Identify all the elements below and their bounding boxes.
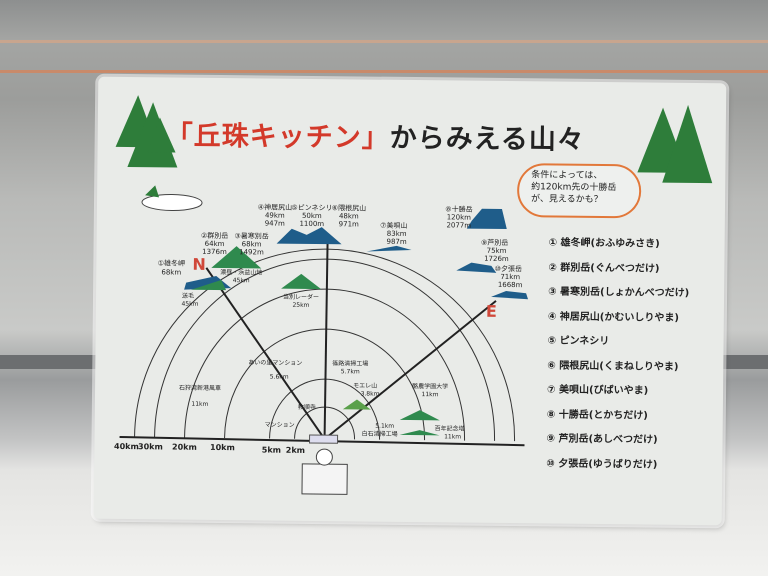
label-text: 酪農学園大学 (412, 382, 448, 390)
label-text: 947m (265, 219, 285, 227)
label-text: 68km (242, 240, 262, 248)
label-text: 条件によっては、 (531, 170, 603, 182)
label-text: 教順寺 (298, 403, 316, 411)
label-text: 石狩湾新港風車 (179, 384, 221, 392)
label-text: ⑤ピンネシリ (291, 204, 332, 212)
label-text: 百年記念塔 (435, 424, 465, 432)
label-text: 5.7km (341, 368, 360, 375)
label-text: 11km (191, 401, 208, 408)
label-text: 5.6km (270, 374, 289, 381)
label-text: 1100m (299, 220, 324, 228)
label-text: 71km (500, 273, 520, 281)
label-text: 49km (265, 211, 285, 219)
building-mascot-icon (301, 448, 348, 495)
label-text: が、見えるかも？ (531, 194, 603, 206)
label-text: 送毛 (182, 292, 194, 300)
label-text: 30km (138, 442, 163, 451)
label-text: 971m (339, 220, 359, 228)
label-text: 10km (210, 443, 235, 452)
mountain-legend: ① 雄冬岬(おふゆみさき) ② 群別岳(ぐんべつだけ) ③ 暑寒別岳(しょかんべつだ… (546, 231, 690, 477)
label-text: ②群別岳 (201, 231, 228, 240)
label-text: 40km (114, 442, 139, 451)
label-text: ② 群別岳(ぐんべつだけ) (548, 261, 660, 275)
label-text: ① 雄冬岬(おふゆみさき) (548, 237, 660, 250)
label-text: 45km (181, 301, 198, 308)
label-text: ③ 暑寒別岳(しょかんべつだけ) (548, 286, 690, 299)
label-text: ⑧十勝岳 (445, 204, 472, 213)
label-text: 2077m (446, 221, 471, 229)
thought-bubble: 条件によっては、約120km先の十勝岳が、見えるかも？ (516, 163, 642, 219)
label-text: 1492m (239, 248, 264, 256)
label-text: 45km (233, 277, 250, 284)
label-text: 68km (161, 268, 181, 276)
mountain-icons (184, 208, 529, 436)
label-text: ⑨芦別岳 (481, 238, 508, 247)
label-text: マンション (265, 421, 295, 428)
label-text: 83km (387, 230, 407, 238)
label-text: 50km (302, 212, 322, 220)
label-text: 濃昼・浜益山地 (220, 268, 262, 276)
label-text: ⑩夕張岳 (495, 264, 522, 273)
label-text: ⑥隈根尻山 (332, 203, 366, 212)
tree-right-icon (637, 104, 713, 184)
label-text: ⑩ 夕張岳(ゆうばりだけ) (546, 457, 658, 471)
east-label: E (486, 302, 497, 321)
north-label: N (192, 255, 206, 274)
label-text: 3.8km (361, 390, 380, 397)
label-text: ③暑寒別岳 (234, 231, 268, 240)
label-text: ⑤ ピンネシリ (547, 335, 610, 348)
label-text: 約120km先の十勝岳 (531, 182, 617, 194)
label-text: 1668m (498, 281, 523, 289)
label-text: 当別レーダー (283, 293, 319, 301)
label-text: モエレ山 (353, 381, 377, 389)
label-text: 丘珠キッチン (193, 120, 362, 154)
sign-title: 「丘珠キッチン」からみえる山々 (166, 113, 586, 156)
label-text: 11km (421, 391, 438, 398)
label-text: ⑦ 美唄山(びばいやま) (547, 384, 649, 397)
label-text: 2km (286, 446, 305, 455)
label-text: ①雄冬岬 (158, 258, 185, 267)
tree-left-icon (115, 95, 178, 168)
label-text: 」 (361, 122, 390, 154)
label-text: 「 (165, 120, 194, 152)
window-frame-line (0, 40, 768, 43)
label-text: 篠路清掃工場 (332, 359, 368, 367)
label-text: 20km (172, 443, 197, 452)
label-text: 1726m (484, 255, 509, 263)
label-text: 白石清掃工場 (362, 430, 398, 438)
label-text: 1376m (202, 248, 227, 256)
label-text: 64km (205, 240, 225, 248)
label-text: ⑧ 十勝岳(とかちだけ) (546, 408, 648, 421)
label-text: 987m (386, 238, 406, 246)
label-text: 25km (292, 302, 309, 309)
label-text: あいの里マンション (248, 359, 302, 367)
okadama-marker (309, 434, 339, 444)
label-text: ⑨ 芦別岳(あしべつだけ) (546, 433, 658, 446)
window-frame-line (0, 70, 768, 73)
label-text: ⑥ 隈根尻山(くまねしりやま) (547, 359, 679, 373)
label-text: 5km (262, 445, 281, 454)
label-text: ⑦美唄山 (380, 221, 407, 230)
label-text: 48km (339, 212, 359, 220)
label-text: からみえる山々 (389, 122, 586, 156)
label-text: ④神居尻山 (258, 202, 292, 211)
label-text: ④ 神居尻山(かむいしりやま) (547, 310, 679, 324)
label-text: 5.1km (375, 423, 394, 430)
label-text: 11km (444, 433, 461, 440)
direction-lines (205, 234, 497, 440)
label-text: 120km (447, 213, 471, 221)
label-text: 75km (487, 247, 507, 255)
airplane-icon (141, 185, 203, 212)
